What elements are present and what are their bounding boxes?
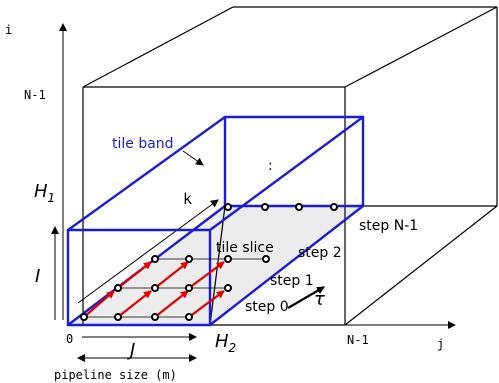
iteration-point: [224, 203, 232, 211]
h1-label: H1: [34, 181, 55, 205]
iteration-point: [295, 203, 303, 211]
axis-i-label: i: [5, 23, 12, 37]
iteration-point: [185, 284, 193, 292]
step-n-1-label: step N-1: [359, 218, 418, 234]
k-axis: [77, 199, 219, 304]
h2-label: H2: [215, 331, 236, 355]
dependency-arrows: [83, 261, 225, 318]
axis-j-label: j: [437, 337, 444, 351]
axis-i-tick: N-1: [24, 88, 46, 102]
iteration-point: [151, 255, 159, 263]
iteration-point: [261, 203, 269, 211]
step-1-label: step 1: [270, 273, 314, 289]
pipeline-size-label: pipeline size (m): [54, 368, 177, 382]
iteration-point: [114, 284, 122, 292]
iteration-point: [224, 255, 232, 263]
tile-band-pointer: [182, 150, 204, 166]
iteration-point: [151, 284, 159, 292]
iteration-point: [185, 313, 193, 321]
step-2-label: step 2: [298, 245, 342, 261]
iteration-point: [114, 313, 122, 321]
iteration-point: [330, 203, 338, 211]
iteration-point: [224, 284, 232, 292]
i-size-label: I: [35, 266, 40, 287]
tile-slice-label: tile slice: [216, 240, 274, 256]
slice-grid: [84, 258, 266, 318]
iteration-point: [80, 313, 88, 321]
iteration-point: [262, 255, 270, 263]
axis-j-tick: N-1: [347, 333, 369, 347]
iteration-point: [185, 255, 193, 263]
iteration-point: [151, 313, 159, 321]
step-0-label: step 0: [245, 299, 289, 315]
axis-k-label: k: [183, 190, 192, 208]
origin-label: 0: [66, 332, 73, 346]
tau-arrow: [287, 286, 325, 309]
ellipsis-label: :: [268, 158, 273, 174]
iteration-points: [80, 203, 338, 321]
tile-slice-area: [68, 206, 363, 325]
tau-label: τ: [314, 289, 325, 310]
tile-band-label: tile band: [112, 136, 174, 152]
j-size-label: J: [127, 340, 135, 361]
